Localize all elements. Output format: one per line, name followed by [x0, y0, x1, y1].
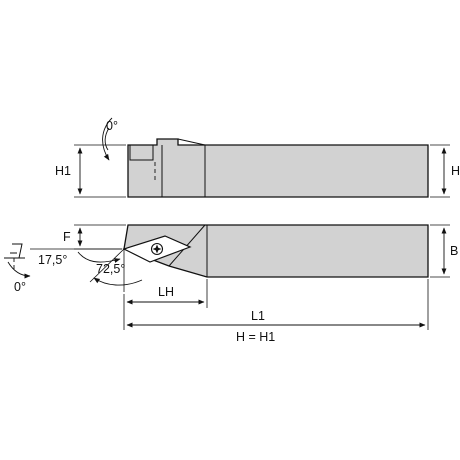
b-dimension: B: [430, 224, 458, 278]
side-view: [127, 138, 429, 198]
l1-dimension: L1 H = H1: [123, 279, 429, 344]
l1-label: L1: [251, 309, 265, 323]
angle-175-dimension: 17,5°: [30, 248, 122, 267]
b-label: B: [450, 244, 458, 258]
angle-top-label: 0°: [106, 119, 118, 133]
angle-725-dimension: 72,5°: [89, 248, 143, 292]
angle-175-label: 17,5°: [38, 253, 67, 267]
h-dimension: H: [430, 144, 460, 198]
h-eq-h1-label: H = H1: [236, 330, 275, 344]
angle-bottom-label: 0°: [14, 280, 26, 294]
lh-label: LH: [158, 285, 174, 299]
side-view-clamp-outline: [129, 145, 154, 161]
h-label: H: [451, 164, 460, 178]
h1-label: H1: [55, 164, 71, 178]
bottom-angle-indicator: 0°: [7, 261, 31, 294]
side-view-shank: [127, 138, 429, 198]
side-view-top-edge-line: [177, 138, 206, 146]
top-view: [122, 224, 429, 278]
h1-dimension: H1: [55, 144, 126, 198]
tilted-rake-angle-icon: [4, 243, 25, 272]
angle-725-label: 72,5°: [96, 262, 125, 276]
f-label: F: [63, 230, 71, 244]
f-dimension: F: [63, 224, 126, 250]
insert-screw-star: [152, 244, 162, 254]
top-angle-indicator: 0°: [102, 117, 118, 161]
lh-dimension: LH: [126, 279, 208, 308]
